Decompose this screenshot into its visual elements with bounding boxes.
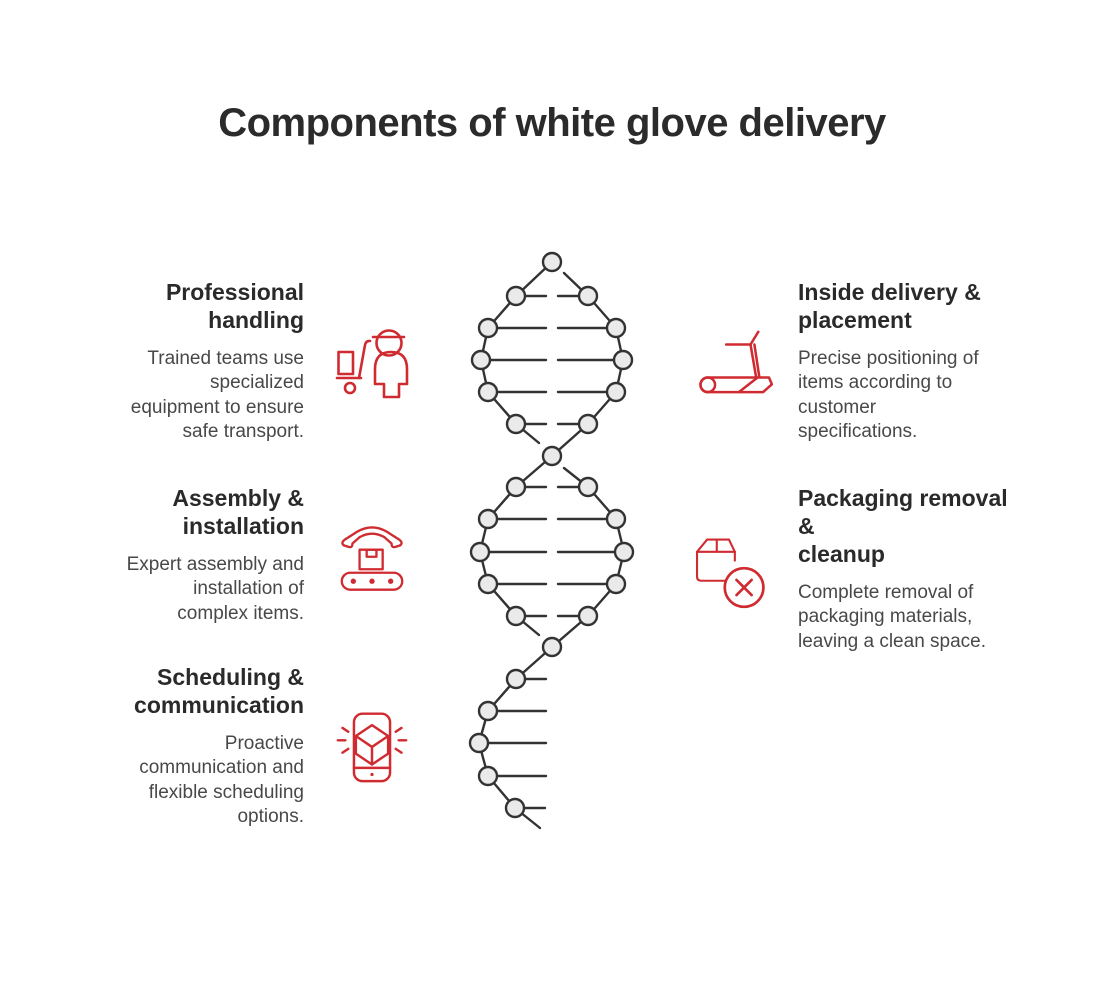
section-heading: Inside delivery & placement (798, 279, 981, 334)
section-scheduling-communication: Scheduling & communication Proactive com… (76, 663, 412, 829)
page-title: Components of white glove delivery (218, 101, 886, 145)
phone-package-notification-icon (330, 703, 414, 789)
section-body: Proactive communication and flexible sch… (139, 733, 304, 828)
section-body: Trained teams use specialized equipment … (130, 348, 304, 443)
delivery-worker-handcart-icon (330, 321, 414, 401)
section-body: Expert assembly and installation of comp… (126, 554, 304, 624)
dna-helix-graphic (450, 243, 654, 843)
treadmill-icon (692, 327, 776, 395)
section-assembly-installation: Assembly & installation Expert assembly … (76, 484, 412, 626)
package-remove-icon (692, 525, 776, 613)
section-professional-handling: Professional handling Trained teams use … (76, 278, 412, 444)
section-heading: Professional handling (165, 279, 304, 334)
section-body: Complete removal of packaging materials,… (798, 582, 987, 652)
section-inside-delivery-placement: Inside delivery & placement Precise posi… (692, 278, 1036, 444)
section-packaging-removal-cleanup: Packaging removal & cleanup Complete rem… (692, 484, 1036, 654)
section-heading: Scheduling & communication (134, 664, 304, 719)
section-heading: Assembly & installation (172, 485, 304, 540)
section-heading: Packaging removal & cleanup (798, 485, 1008, 568)
section-body: Precise positioning of items according t… (798, 348, 979, 443)
conveyor-assembly-icon (330, 517, 414, 593)
